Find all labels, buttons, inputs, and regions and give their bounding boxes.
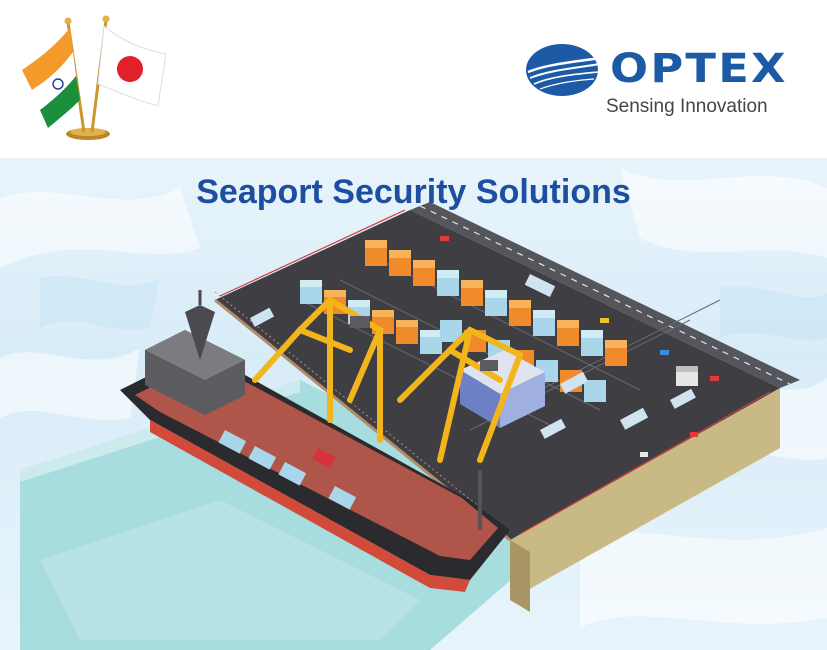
- japan-flag-icon: [97, 24, 167, 107]
- page-title: Seaport Security Solutions: [196, 173, 631, 211]
- land-base: [510, 388, 780, 600]
- crane-cabins: [350, 316, 498, 371]
- india-flag-icon: [22, 28, 80, 128]
- cars: [440, 236, 719, 457]
- sky-texture: [0, 168, 827, 628]
- gatehouse: [676, 366, 698, 386]
- port-illustration: [20, 202, 800, 650]
- optex-logo: OPTEX Sensing Innovation: [522, 42, 792, 122]
- optex-tagline: Sensing Innovation: [606, 96, 768, 117]
- trucks: [250, 273, 696, 439]
- container-stacks: [300, 240, 627, 402]
- optex-swoosh-icon: [526, 44, 601, 96]
- cargo-ship: [120, 290, 510, 592]
- header: OPTEX Sensing Innovation: [0, 0, 827, 158]
- optex-wordmark: OPTEX: [610, 46, 788, 92]
- flags-icon: [22, 15, 167, 140]
